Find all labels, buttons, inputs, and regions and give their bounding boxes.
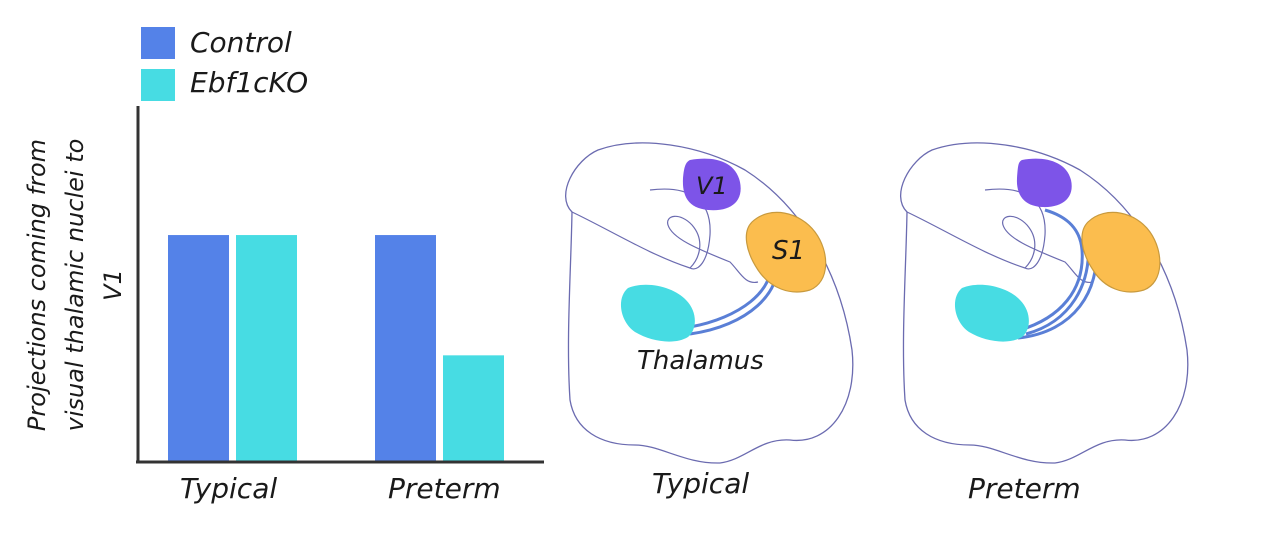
brain-preterm <box>900 142 1189 464</box>
bar-typical-ebf1cko <box>236 235 297 462</box>
legend-label-control: Control <box>190 26 292 59</box>
v1-label-typical: V1 <box>696 172 728 200</box>
thalamus-region-typical <box>620 284 695 342</box>
bar-group <box>168 235 504 462</box>
bar-chart <box>136 106 544 464</box>
thalamocortical-projection-typical <box>689 243 772 329</box>
brain-outline-preterm <box>900 142 1189 464</box>
brain-fold-preterm <box>906 211 1094 284</box>
thalamus-label-typical: Thalamus <box>637 346 764 376</box>
legend-swatch-ebf1cko <box>141 69 175 101</box>
diagram-caption-preterm: Preterm <box>968 472 1081 505</box>
bar-preterm-ebf1cko <box>443 355 504 462</box>
bar-typical-control <box>168 235 229 462</box>
x-tick-label-preterm: Preterm <box>388 472 501 505</box>
legend-label-ebf1cko: Ebf1cKO <box>190 66 309 99</box>
brain-inner-contour-typical <box>649 188 711 270</box>
thalamus-region-preterm <box>954 284 1029 342</box>
thalamocortical-projection-preterm-1 <box>1019 208 1084 332</box>
thalamocortical-projection-preterm-3 <box>1017 245 1098 340</box>
brain-inner-contour-preterm <box>984 188 1046 270</box>
s1-label-typical: S1 <box>772 236 806 266</box>
s1-region-preterm <box>1081 211 1161 293</box>
thalamocortical-projection-preterm-2 <box>1025 239 1090 336</box>
x-tick-label-typical: Typical <box>180 472 278 505</box>
v1-region-preterm <box>1016 158 1072 208</box>
brain-fold-typical <box>571 211 759 284</box>
diagram-caption-typical: Typical <box>652 467 750 500</box>
thalamocortical-projection-typical-2 <box>689 238 780 336</box>
bar-preterm-control <box>375 235 436 462</box>
legend-swatch-control <box>141 27 175 59</box>
